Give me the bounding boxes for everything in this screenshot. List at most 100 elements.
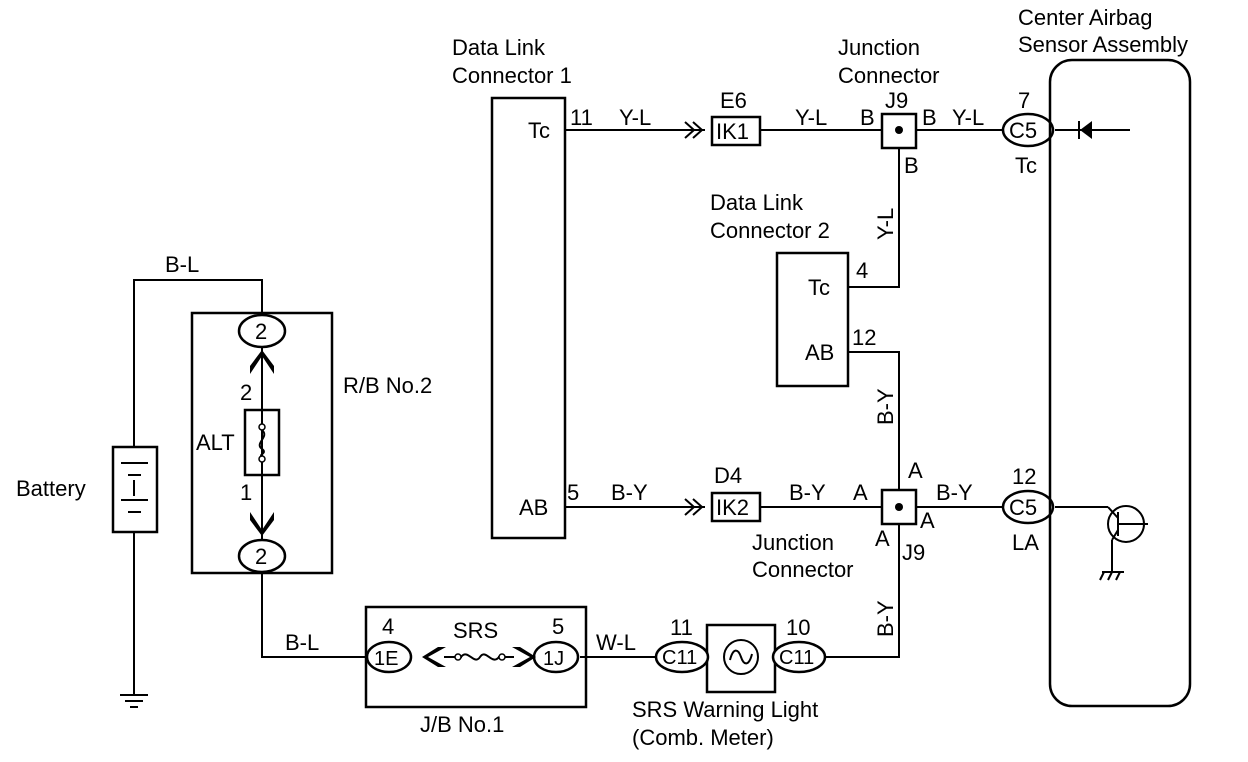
ik2-label: IK2 [716, 495, 749, 520]
j9-bottom-pin-left: A [853, 480, 868, 505]
j9-top-pin-bottom: B [904, 153, 919, 178]
wire-dlc2-ab-to-j9 [848, 351, 900, 490]
ik1-label: IK1 [716, 119, 749, 144]
c5-top-connector [1001, 112, 1055, 148]
dlc1-box [490, 96, 567, 540]
ik1-connector [710, 115, 762, 147]
dlc1-label-2: Connector 1 [452, 63, 572, 88]
dlc2-label-2: Connector 2 [710, 218, 830, 243]
jb1-pin-right: 5 [552, 614, 564, 639]
dlc1-pin-ab: 5 [567, 480, 579, 505]
c11-pin-right: 10 [786, 615, 810, 640]
wire-by-label-vertical-1: B-Y [873, 388, 898, 425]
rb2-bottom-connector [237, 538, 287, 574]
srs-light-label-2: (Comb. Meter) [632, 725, 774, 750]
fuse-icon [258, 423, 266, 463]
wire-j9-to-dlc2 [848, 148, 900, 288]
rb2-pin-bottom: 1 [240, 480, 252, 505]
j9-top-pin-left: B [860, 105, 875, 130]
dlc1-tc-label: Tc [528, 118, 550, 143]
wire-bl-top-label: B-L [165, 252, 199, 277]
dlc2-label-1: Data Link [710, 190, 804, 215]
jc-top-label-1: Junction [838, 35, 920, 60]
j9-bottom-splice-dot [895, 503, 903, 511]
jb1-pin-left: 4 [382, 614, 394, 639]
c11-pin-left: 11 [670, 615, 693, 640]
jc-top-label-2: Connector [838, 63, 940, 88]
rb2-top-chevron-icon [250, 350, 274, 374]
j9-bottom-label: J9 [902, 540, 925, 565]
dlc2-box [775, 251, 850, 388]
wire-yl-label-vertical: Y-L [873, 208, 898, 240]
airbag-sensor-box [1048, 58, 1192, 708]
bulb-icon [723, 639, 759, 675]
battery-box [111, 445, 159, 534]
jb1-1e-connector [365, 640, 413, 674]
c5-bottom-pin: 12 [1012, 464, 1036, 489]
c11-left-connector [654, 640, 710, 674]
transistor-icon [1099, 505, 1148, 581]
wire-yl-label-2: Y-L [795, 105, 827, 130]
ground-icon [120, 694, 148, 708]
srs-fuse-icon [454, 653, 506, 661]
j9-top-connector [880, 112, 918, 150]
airbag-label-1: Center Airbag [1018, 5, 1153, 30]
dlc1-label-1: Data Link [452, 35, 546, 60]
dlc1-pin-tc: 11 [570, 105, 593, 130]
c11-right-connector [771, 640, 827, 674]
dlc2-pin-ab: 12 [852, 325, 876, 350]
srs-light-label-1: SRS Warning Light [632, 697, 818, 722]
srs-label: SRS [453, 618, 498, 643]
j9-bottom-connector [880, 488, 918, 526]
rb2-top-connector [237, 313, 287, 349]
j9-bottom-pin-right: A [920, 508, 935, 533]
airbag-label-2: Sensor Assembly [1018, 32, 1188, 57]
j9-top-pin-right: B [922, 105, 937, 130]
wire-yl-label-1: Y-L [619, 105, 651, 130]
wires [133, 129, 1130, 695]
rb2-top-connector-label: 2 [255, 319, 267, 344]
wire-jb-to-rb [261, 570, 380, 658]
jb1-1j-label: 1J [543, 648, 564, 670]
c5-top-tc-label: Tc [1015, 153, 1037, 178]
c5-bottom-label: C5 [1009, 495, 1037, 520]
rb2-pin-top: 2 [240, 380, 252, 405]
dlc2-ab-label: AB [805, 340, 834, 365]
c5-bottom-la-label: LA [1012, 530, 1039, 555]
ik2-connector [710, 491, 762, 523]
rb2-bottom-chevron-icon [250, 512, 274, 536]
wire-by-label-2: B-Y [789, 480, 826, 505]
jb1-left-chevron-icon [422, 647, 446, 667]
alt-label: ALT [196, 430, 235, 455]
c5-top-label: C5 [1009, 118, 1037, 143]
jc-bot-label-2: Connector [752, 557, 854, 582]
wire-by-label-1: B-Y [611, 480, 648, 505]
battery-icon [121, 462, 148, 513]
jb1-right-chevron-icon [512, 647, 536, 667]
ik1-arrow-icon [684, 121, 704, 139]
d4-label: D4 [714, 463, 742, 488]
wire-by-label-vertical-2: B-Y [873, 600, 898, 637]
wire-yl-label-3: Y-L [952, 105, 984, 130]
c5-bottom-connector [1001, 489, 1055, 525]
ik2-arrow-icon [684, 498, 704, 516]
jb1-1e-label: 1E [374, 648, 398, 670]
wire-by-label-3: B-Y [936, 480, 973, 505]
battery-label: Battery [16, 476, 86, 501]
alt-fuse-box [243, 408, 281, 477]
c5-top-pin: 7 [1018, 88, 1030, 113]
wire-battery-to-rb [133, 279, 263, 447]
c11-left-label: C11 [662, 647, 697, 669]
jb1-label: J/B No.1 [420, 712, 504, 737]
j9-bottom-pin-below: A [875, 526, 890, 551]
e6-label: E6 [720, 88, 747, 113]
wire-j9-to-c11 [822, 524, 900, 658]
j9-top-splice-dot [895, 126, 903, 134]
diode-icon [1078, 121, 1092, 139]
j9-top-label: J9 [885, 88, 908, 113]
jc-bot-label-1: Junction [752, 530, 834, 555]
j9-bottom-pin-top: A [908, 458, 923, 483]
rb2-bottom-connector-label: 2 [255, 544, 267, 569]
wire-bl-bottom-label: B-L [285, 630, 319, 655]
dlc2-pin-tc: 4 [856, 258, 868, 283]
